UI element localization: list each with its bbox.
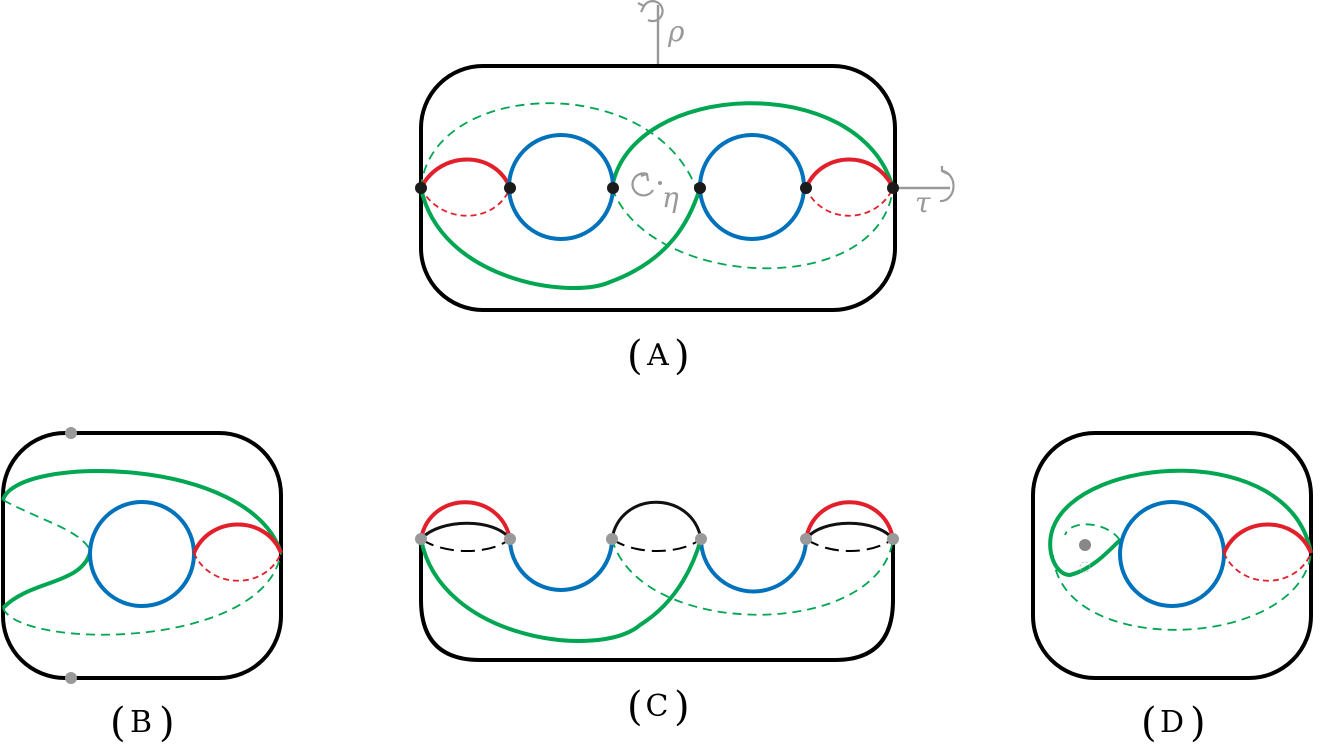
red-arc-a-left	[419, 157, 512, 189]
green-curve-a-front-bottom	[419, 187, 702, 290]
rho-symbol: ρ	[667, 15, 685, 48]
label-c-close-paren: )	[674, 684, 690, 730]
label-c-open-paren: (	[627, 684, 643, 730]
eta-arrow-icon	[631, 172, 654, 197]
boundary-arc-c-left-dashed	[420, 538, 511, 552]
marked-point	[695, 533, 707, 545]
blue-hole-b	[88, 500, 196, 608]
green-curve-b-front-top	[1, 468, 283, 554]
marked-point	[504, 533, 516, 545]
green-curve-d-back-bottom	[1052, 552, 1312, 631]
green-curve-a-back-left	[420, 102, 697, 189]
label-a: A	[646, 338, 669, 373]
marked-point	[65, 672, 77, 684]
label-b-close-paren: )	[159, 700, 175, 744]
vertex	[607, 182, 619, 194]
green-curve-a-back-right	[611, 187, 894, 270]
surface-a-outline	[419, 64, 897, 312]
red-arc-a-right-dashed	[805, 187, 894, 217]
vertex	[415, 182, 427, 194]
marked-point	[1079, 539, 1091, 551]
marked-point	[65, 427, 77, 439]
surface-d-outline	[1031, 431, 1313, 680]
red-arc-a-right	[804, 157, 895, 189]
blue-half-hole-c-left	[508, 538, 614, 592]
boundary-arc-c-right-dashed	[805, 538, 894, 552]
label-d-open-paren: (	[1141, 700, 1157, 744]
black-arc-c-mid	[610, 500, 703, 540]
boundary-arc-c-right	[804, 521, 895, 541]
label-d-close-paren: )	[1190, 700, 1206, 744]
green-curve-c-front	[419, 538, 703, 643]
green-curve-b-back	[2, 499, 91, 551]
panel-c: ( C )	[415, 500, 899, 730]
marked-point	[606, 533, 618, 545]
vertex	[887, 182, 899, 194]
green-curve-b-front-bottom	[1, 552, 92, 610]
hidden-marked-point	[1079, 561, 1091, 573]
label-c: C	[646, 689, 669, 724]
rho-arrow-icon	[637, 0, 664, 23]
boundary-arc-c-mid-dashed	[611, 538, 702, 552]
red-arc-b-dashed	[193, 552, 282, 582]
label-a-close-paren: )	[674, 333, 690, 379]
tau-symbol: τ	[915, 186, 931, 219]
vertex	[800, 182, 812, 194]
blue-hole-a-left	[507, 133, 615, 241]
boundary-arc-c-left	[419, 521, 512, 541]
marked-point	[887, 533, 899, 545]
red-arc-c-right	[804, 500, 895, 540]
label-a-open-paren: (	[627, 333, 643, 379]
eta-symbol: η	[662, 181, 679, 214]
vertex	[694, 182, 706, 194]
label-b-open-paren: (	[110, 700, 126, 744]
green-curve-b-back-bottom	[2, 552, 282, 636]
red-arc-b	[192, 522, 283, 554]
panel-a: ρ η τ ( A )	[415, 0, 955, 379]
green-curve-a-front-top	[610, 101, 895, 189]
tau-arrow-icon	[939, 166, 955, 203]
label-d: D	[1160, 705, 1184, 740]
blue-half-hole-c-right	[699, 538, 808, 594]
eta-center-dot	[658, 181, 662, 185]
vertex	[504, 182, 516, 194]
panel-d: ( D )	[1031, 431, 1313, 744]
blue-hole-d	[1118, 500, 1226, 608]
marked-point	[800, 533, 812, 545]
red-arc-c-left	[419, 500, 512, 540]
green-curve-c-back	[611, 538, 894, 616]
marked-point	[415, 533, 427, 545]
surface-c-outline	[419, 539, 895, 662]
panel-b: ( B )	[1, 427, 283, 744]
green-curve-d-loop	[1048, 468, 1313, 578]
green-curve-d-back	[1064, 523, 1121, 541]
red-arc-d	[1222, 522, 1313, 554]
blue-hole-a-right	[698, 133, 806, 241]
surface-b-outline	[1, 431, 283, 680]
red-arc-d-dashed	[1223, 552, 1312, 582]
label-b: B	[130, 705, 152, 740]
red-arc-a-left-dashed	[420, 187, 511, 217]
